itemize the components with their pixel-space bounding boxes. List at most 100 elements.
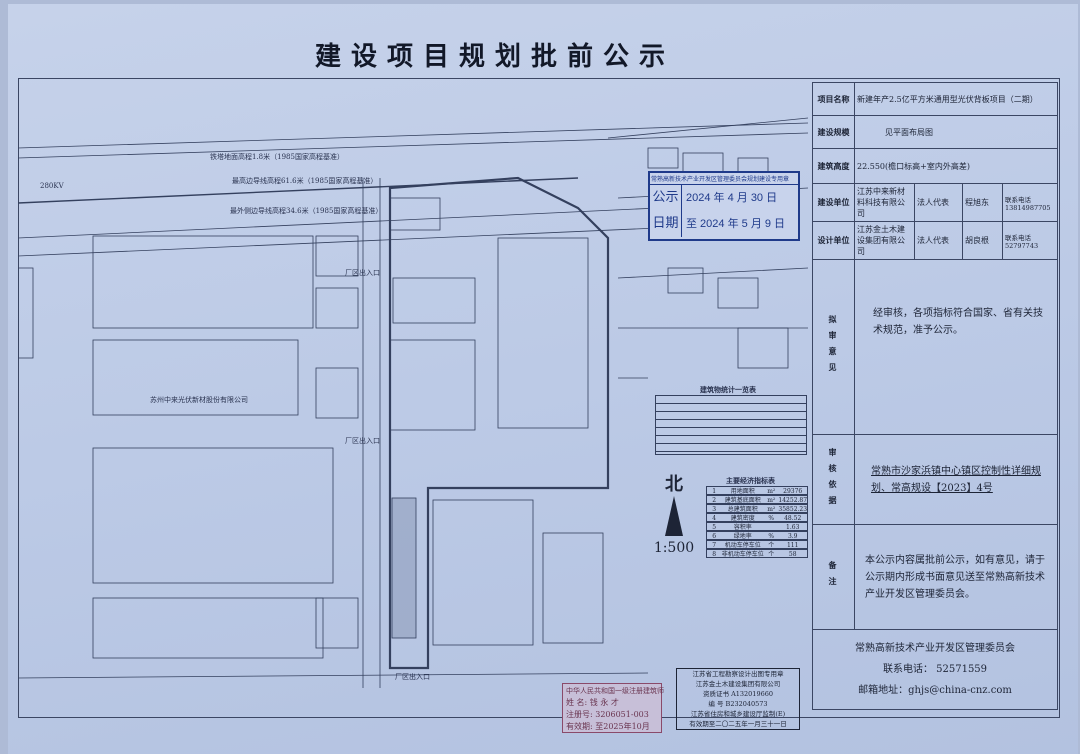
tower-elevation-label: 铁塔地面高程1.8米（1985国家高程基准） xyxy=(210,153,344,161)
builder-phone: 13814987705 xyxy=(1005,203,1051,212)
page-title: 建设项目规划批前公示 xyxy=(314,42,675,72)
econ-cell: 2 xyxy=(712,497,717,503)
review-stamp-line: 江苏省住房和城乡建设厅监制(E) xyxy=(690,710,786,718)
econ-cell: % xyxy=(768,515,775,521)
econ-cell: m² xyxy=(767,506,776,512)
econ-cell: 8 xyxy=(712,551,717,557)
architect-valid: 有效期: 至2025年10月 xyxy=(566,722,650,731)
field-label: 项目名称 xyxy=(812,82,855,116)
designer-phone: 52797743 xyxy=(1005,241,1039,250)
review-opinion: 经审核，各项指标符合国家、省有关技术规范，准予公示。 xyxy=(854,259,1058,435)
econ-cell: 3 xyxy=(712,506,717,512)
econ-row: 5 容积率 1.63 xyxy=(706,522,808,531)
review-stamp: 江苏省工程勘察设计出图专用章 江苏金土木建设集团有限公司 资质证书 A13201… xyxy=(676,668,800,730)
builder-name: 江苏中来新材料科技有限公司 xyxy=(854,183,915,222)
econ-row: 1 用地面积 m² 29376 xyxy=(706,486,808,495)
econ-cell: 3.9 xyxy=(787,533,798,539)
entrance-label: 厂区出入口 xyxy=(345,437,380,445)
architect-stamp: 中华人民共和国一级注册建筑师 姓 名: 钱 永 才 注册号: 3206051-0… xyxy=(562,683,664,733)
econ-cell: 用地面积 xyxy=(730,488,755,494)
footer-email: 邮箱地址：ghjs@china-cnz.com xyxy=(858,685,1012,696)
econ-row: 7 机动车停车位 个 111 xyxy=(706,540,808,549)
outer-conductor-label: 最外侧边导线高程34.6米（1985国家高程基准） xyxy=(230,207,383,215)
architect-reg: 注册号: 3206051-003 xyxy=(566,710,649,719)
stamp-header: 常熟高新技术产业开发区管理委员会规划建设专用章 xyxy=(650,173,798,185)
field-label: 审核依据 xyxy=(812,434,855,525)
econ-table-title: 主要经济指标表 xyxy=(726,476,775,485)
review-basis: 常熟市沙家浜镇中心镇区控制性详细规划、常高规设【2023】4号 xyxy=(854,434,1058,525)
field-label: 法人代表 xyxy=(914,183,963,222)
field-label: 建筑高度 xyxy=(812,148,855,184)
entrance-label: 厂区出入口 xyxy=(395,673,430,681)
designer-name: 江苏金土木建设集团有限公司 xyxy=(854,221,915,260)
econ-cell: 机动车停车位 xyxy=(724,542,761,548)
remarks: 本公示内容属批前公示，如有意见，请于公示期内形成书面意见送至常熟高新技术产业开发… xyxy=(854,524,1058,630)
field-label: 设计单位 xyxy=(812,221,855,260)
notice-frame xyxy=(18,78,1060,718)
econ-cell: 1.63 xyxy=(786,524,800,530)
building-table-title: 建筑物统计一览表 xyxy=(700,385,756,394)
econ-cell: 容积率 xyxy=(733,524,752,530)
highest-conductor-label: 最高边导线高程61.6米（1985国家高程基准） xyxy=(232,177,378,185)
econ-cell: 111 xyxy=(786,542,799,548)
field-label: 建设规模 xyxy=(812,115,855,149)
architect-name: 姓 名: 钱 永 才 xyxy=(566,698,619,707)
building-height: 22.550(檐口标高+室内外高差) xyxy=(854,148,1058,184)
company-label: 苏州中来光伏新材股份有限公司 xyxy=(150,396,248,404)
date-from: 2024 年 4 月 30 日 xyxy=(686,192,778,204)
north-arrow-icon xyxy=(665,496,683,536)
stamp-label: 日期 xyxy=(652,216,679,231)
econ-cell: 14252.87 xyxy=(778,497,807,503)
building-table xyxy=(655,395,807,455)
field-label: 备注 xyxy=(812,524,855,630)
econ-cell: m² xyxy=(767,497,776,503)
econ-cell: 35852.23 xyxy=(778,506,807,512)
econ-cell: 29376 xyxy=(783,488,803,494)
review-stamp-line: 江苏金土木建设集团有限公司 xyxy=(695,680,781,688)
stamp-label: 公示 xyxy=(652,190,679,205)
publication-date-stamp: 常熟高新技术产业开发区管理委员会规划建设专用章 公示日期 2024 年 4 月 … xyxy=(648,171,800,241)
review-stamp-line: 江苏省工程勘察设计出图专用章 xyxy=(692,670,784,678)
field-label: 建设单位 xyxy=(812,183,855,222)
field-label: 法人代表 xyxy=(914,221,963,260)
econ-cell: 58 xyxy=(788,551,797,557)
builder-rep: 程旭东 xyxy=(962,183,1003,222)
review-stamp-line: 有效期至二〇二五年一月三十一日 xyxy=(689,720,787,728)
north-label: 北 xyxy=(665,474,683,495)
info-table: 项目名称新建年产2.5亿平方米通用型光伏背板项目（二期） 建设规模见平面布局图 … xyxy=(812,82,1058,710)
econ-cell: 7 xyxy=(712,542,717,548)
econ-cell: 总建筑面积 xyxy=(727,506,758,512)
econ-cell: 非机动车停车位 xyxy=(721,551,764,557)
field-label: 拟审意见 xyxy=(812,259,855,435)
econ-row: 4 建筑密度% 48.52 xyxy=(706,513,808,522)
footer-org: 常熟高新技术产业开发区管理委员会 xyxy=(855,643,1015,654)
field-label: 联系电话 xyxy=(1005,233,1031,242)
econ-cell: 建筑密度 xyxy=(730,515,755,521)
econ-cell: 6 xyxy=(712,533,717,539)
site-plan xyxy=(18,117,809,688)
econ-cell: 48.52 xyxy=(784,515,802,521)
econ-cell: % xyxy=(768,533,775,539)
road-label: 280KV xyxy=(40,182,64,190)
review-stamp-line: 编 号 B232040573 xyxy=(708,700,768,708)
econ-cell: 5 xyxy=(712,524,717,530)
econ-cell: 绿地率 xyxy=(733,533,752,539)
date-to: 至 2024 年 5 月 9 日 xyxy=(686,218,786,230)
north-arrow: 北 1:500 xyxy=(652,470,696,556)
entrance-label: 厂区出入口 xyxy=(345,269,380,277)
econ-cell: 4 xyxy=(712,515,717,521)
architect-stamp-title: 中华人民共和国一级注册建筑师 xyxy=(566,687,664,695)
econ-cell: 1 xyxy=(712,488,717,494)
field-label: 联系电话 xyxy=(1005,195,1031,204)
scale-label: 1:500 xyxy=(653,540,695,556)
footer-phone: 联系电话： 52571559 xyxy=(882,664,988,675)
review-stamp-line: 资质证书 A132019660 xyxy=(703,690,773,698)
econ-cell: m² xyxy=(767,488,776,494)
econ-cell: 个 xyxy=(768,542,775,548)
build-scale: 见平面布局图 xyxy=(854,115,1058,149)
designer-rep: 胡良根 xyxy=(962,221,1003,260)
